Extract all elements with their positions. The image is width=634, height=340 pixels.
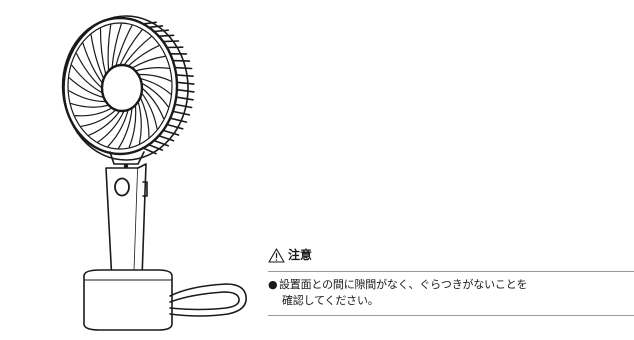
fan-blade — [138, 74, 171, 81]
bullet-mark: ● — [268, 277, 279, 293]
cage-fin — [143, 148, 156, 154]
cage-fin — [177, 82, 194, 84]
cage-fin — [159, 35, 174, 36]
caution-bottom-divider — [268, 315, 634, 316]
fan-blade — [72, 65, 103, 93]
fan-blade — [142, 93, 157, 129]
caution-line-1: 設置面との間に隙間がなく、ぐらつきがないことを — [279, 277, 527, 293]
led-indicator — [125, 165, 128, 168]
fan-blade — [138, 102, 141, 144]
fan-blade — [129, 105, 135, 147]
warning-triangle-icon — [268, 248, 285, 263]
caution-line-2: 確認してください。 — [268, 293, 634, 309]
fan-drawing — [40, 8, 260, 336]
fan-handle-front — [106, 168, 138, 282]
fan-blade — [108, 110, 128, 146]
lanyard-strap-inner — [170, 292, 239, 310]
fan-hub — [102, 65, 142, 111]
caution-top-divider — [268, 271, 634, 272]
fan-blade — [108, 25, 111, 71]
stand-base — [84, 270, 172, 330]
cage-fin — [154, 30, 168, 31]
fan-blade — [140, 79, 170, 95]
fan-blade — [75, 108, 112, 116]
fan-blade — [98, 111, 124, 142]
caution-notice: 注意 ● 設置面との間に隙間がなく、ぐらつきがないことを 確認してください。 — [268, 246, 634, 316]
cage-fin — [173, 111, 190, 115]
cage-fin — [175, 104, 192, 107]
fan-blade — [135, 68, 169, 71]
cage-fin — [170, 118, 186, 122]
fan-blade — [83, 43, 102, 83]
cage-fin — [176, 97, 193, 100]
cage-fin — [176, 75, 193, 76]
lanyard-strap — [170, 284, 246, 316]
cage-fin — [173, 61, 190, 62]
fan-blade — [100, 29, 105, 75]
cage-fin — [167, 125, 183, 129]
caution-body: ● 設置面との間に隙間がなく、ぐらつきがないことを 確認してください。 — [268, 277, 634, 309]
caution-item: ● 設置面との間に隙間がなく、ぐらつきがないことを — [268, 277, 634, 293]
caution-title: 注意 — [288, 247, 312, 263]
handheld-fan-illustration — [40, 8, 260, 336]
fan-blade — [81, 110, 116, 126]
fan-cage-fins — [143, 22, 194, 153]
cage-fin — [175, 68, 192, 69]
fan-blade — [71, 104, 109, 108]
caution-header: 注意 — [268, 246, 634, 264]
fan-blade — [116, 26, 132, 66]
cage-fin — [177, 90, 194, 92]
cage-fin — [163, 41, 178, 42]
